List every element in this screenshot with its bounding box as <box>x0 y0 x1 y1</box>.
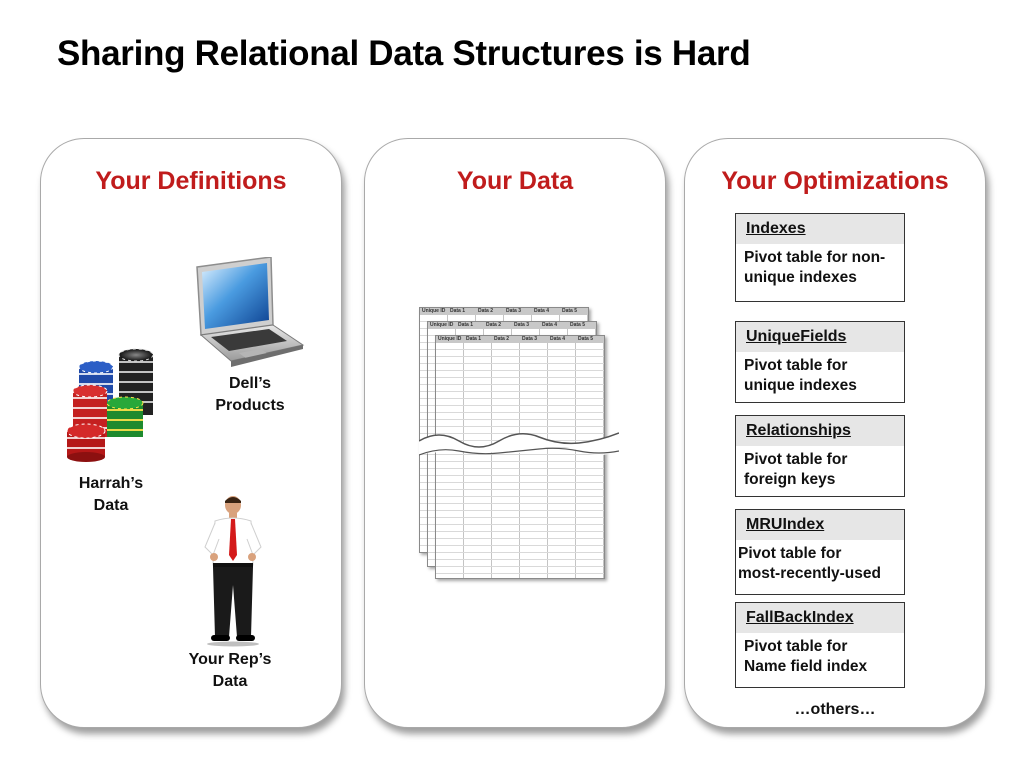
opt-box-fallbackindex: FallBackIndex Pivot table for Name field… <box>735 602 905 688</box>
definitions-panel: Your Definitions Dell’s Products <box>40 138 342 728</box>
opt-box-title: UniqueFields <box>736 322 904 352</box>
opt-box-title: MRUIndex <box>736 510 904 540</box>
opt-box-title: Indexes <box>736 214 904 244</box>
opt-box-desc: Pivot table for foreign keys <box>744 451 848 488</box>
opt-box-desc: Pivot table for Name field index <box>744 638 868 675</box>
harrahs-data-label: Harrah’s Data <box>78 475 144 514</box>
opt-box-title: FallBackIndex <box>736 603 904 633</box>
reps-data-label: Your Rep’s Data <box>188 651 272 690</box>
opt-box-desc: Pivot table for non- unique indexes <box>744 249 886 286</box>
opt-box-indexes: Indexes Pivot table for non- unique inde… <box>735 213 905 302</box>
opt-box-uniquefields: UniqueFields Pivot table for unique inde… <box>735 321 905 403</box>
optimizations-title: Your Optimizations <box>721 167 949 195</box>
others-label: …others… <box>794 701 876 718</box>
torn-edge-graphic <box>419 432 619 456</box>
opt-box-desc: Pivot table for unique indexes <box>744 357 857 394</box>
data-title: Your Data <box>456 167 574 195</box>
definitions-title: Your Definitions <box>95 167 287 195</box>
laptop-icon <box>196 257 305 367</box>
poker-chips-icon <box>66 348 154 462</box>
opt-box-mruindex: MRUIndex Pivot table for most-recently-u… <box>735 509 905 595</box>
opt-box-desc: Pivot table for most-recently-used <box>738 545 881 582</box>
dells-products-label: Dell’s Products <box>215 375 285 414</box>
opt-box-title: Relationships <box>736 416 904 446</box>
optimizations-panel: Your Optimizations Indexes Pivot table f… <box>684 138 986 728</box>
slide-title: Sharing Relational Data Structures is Ha… <box>57 34 751 73</box>
opt-box-relationships: Relationships Pivot table for foreign ke… <box>735 415 905 497</box>
person-icon <box>204 496 262 647</box>
